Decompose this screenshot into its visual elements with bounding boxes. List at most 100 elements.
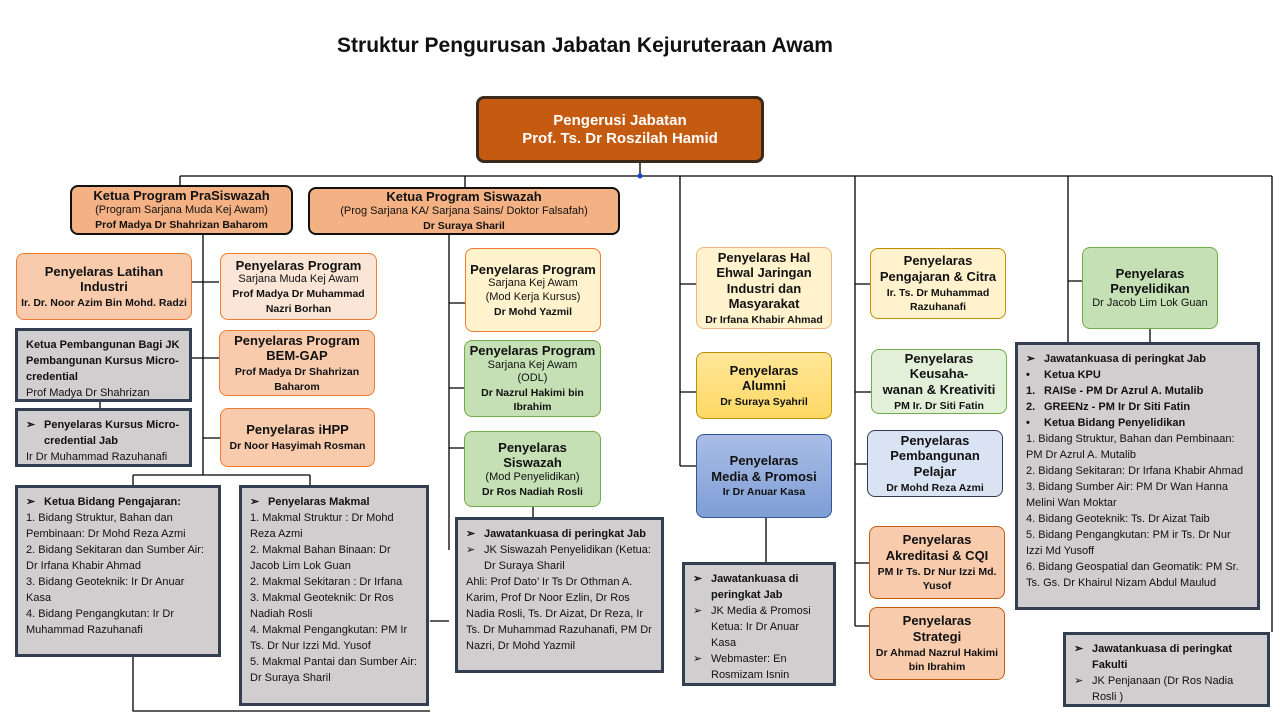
panel-item-text: 3. Makmal Geoteknik: Dr Ros Nadiah Rosli <box>250 592 394 620</box>
box-title: Penyelaras Program <box>234 332 360 348</box>
arrow-bullet-icon: ➢ <box>466 544 476 556</box>
panel-item: ➢JK Penjanaan (Dr Ros Nadia Rosli ) <box>1074 673 1259 705</box>
panel-item-text: Ahli: Prof Dato’ Ir Ts Dr Othman A. Kari… <box>466 576 652 652</box>
box-title: Pengerusi Jabatan <box>553 111 687 129</box>
box-name: PM Ir Ts. Dr Nur Izzi Md. <box>877 565 997 578</box>
panel-item-text: Jawatankuasa di peringkat Jab <box>711 573 799 601</box>
panel-item: 1. RAISe - PM Dr Azrul A. Mutalib <box>1026 383 1249 399</box>
box-name: Ir Dr Anuar Kasa <box>722 486 806 499</box>
panel-item-text: Ketua Bidang Penyelidikan <box>1044 417 1186 429</box>
arrow-bullet-icon: ➢ <box>693 573 703 585</box>
box-name: Ir. Dr. Noor Azim Bin Mohd. Radzi <box>21 296 187 309</box>
panel-item-text: 4. Makmal Pengangkutan: PM Ir Ts. Dr Nur… <box>250 624 408 652</box>
panel-jk-fakulti: ➢ Jawatankuasa di peringkat Fakulti➢JK Pe… <box>1063 632 1270 707</box>
panel-item: Prof Madya Dr Shahrizan <box>26 385 181 401</box>
panel-item: 2. Bidang Sekitaran dan Sumber Air: Dr I… <box>26 542 210 574</box>
box-subtitle: (Prog Sarjana KA/ Sarjana Sains/ Doktor … <box>340 204 588 217</box>
panel-item: ➢ Jawatankuasa di peringkat Jab <box>693 571 825 603</box>
box-name: Dr Suraya Sharil <box>423 220 505 233</box>
panel-item-text: JK Siswazah Penyelidikan (Ketua: Dr Sura… <box>484 544 651 572</box>
panel-item-text: 6. Bidang Geospatial dan Geomatik: PM Sr… <box>1026 561 1239 589</box>
box-title: Penyelaras Program <box>235 257 362 273</box>
chart-title: Struktur Pengurusan Jabatan Kejuruteraan… <box>337 34 833 57</box>
box-title: Penyelaras Program <box>470 261 596 277</box>
box-title: Ketua Program Siswazah <box>386 189 542 205</box>
arrow-bullet-icon: ➢ <box>26 496 36 508</box>
panel-item: 6. Bidang Geospatial dan Geomatik: PM Sr… <box>1026 559 1249 591</box>
list-marker: 2. <box>1026 401 1036 413</box>
panel-item-text: 2. Bidang Sekitaran dan Sumber Air: Dr I… <box>26 544 204 572</box>
panel-item-text: Prof Madya Dr Shahrizan <box>26 387 150 399</box>
box-name: Prof Madya Dr Muhammad <box>232 288 365 301</box>
panel-item: Ir Dr Muhammad Razuhanafi <box>26 449 181 465</box>
panel-item-text: RAISe - PM Dr Azrul A. Mutalib <box>1044 385 1204 397</box>
panel-item-text: Jawatankuasa di peringkat Fakulti <box>1092 643 1232 671</box>
box-name: Baharom <box>274 380 320 393</box>
box-title: Penyelaras Siswazah <box>498 439 567 471</box>
list-marker: • <box>1026 417 1030 429</box>
panel-item: 1. Makmal Struktur : Dr Mohd Reza Azmi <box>250 510 418 542</box>
arrow-bullet-icon: ➢ <box>693 653 703 665</box>
box-name: Dr Ahmad Nazrul Hakimi <box>875 646 999 659</box>
panel-item: • Ketua Bidang Penyelidikan <box>1026 415 1249 431</box>
arrow-bullet-icon: ➢ <box>26 419 36 431</box>
box-title: Penyelaras Hal <box>717 249 811 265</box>
box-name: Dr Nazrul Hakimi bin <box>481 386 584 399</box>
panel-item-text: 2. Bidang Sekitaran: Dr Irfana Khabir Ah… <box>1026 465 1244 477</box>
panel-item-text: Webmaster: En Rosmizam Isnin <box>711 653 790 681</box>
panel-item: 3. Makmal Geoteknik: Dr Ros Nadiah Rosli <box>250 590 418 622</box>
box-name: Ibrahim <box>513 401 552 414</box>
panel-item: Ahli: Prof Dato’ Ir Ts Dr Othman A. Kari… <box>466 574 653 654</box>
box-title: Ketua Program PraSiswazah <box>93 188 270 204</box>
panel-item-text: 3. Bidang Sumber Air: PM Dr Wan Hanna Me… <box>1026 481 1228 509</box>
arrow-bullet-icon: ➢ <box>1074 643 1084 655</box>
panel-item: •Ketua KPU <box>1026 367 1249 383</box>
box-title: Penyelaras <box>729 362 799 378</box>
list-marker: 1. <box>1026 385 1036 397</box>
panel-item-text: 5. Bidang Pengangkutan: PM ir Ts. Dr Nur… <box>1026 529 1231 557</box>
arrow-bullet-icon: ➢ <box>1026 353 1036 365</box>
box-name: Prof Madya Dr Shahrizan Baharom <box>95 219 268 232</box>
box-title: Pelajar <box>913 464 957 479</box>
box-name: Dr Suraya Syahril <box>720 395 808 408</box>
box-subtitle: Sarjana Muda Kej Awam <box>238 273 359 286</box>
box-name: Dr Ros Nadiah Rosli <box>482 485 583 498</box>
box-title: Alumni <box>741 378 787 394</box>
box-title: Media & Promosi <box>711 468 817 484</box>
panel-item: 3. Bidang Sumber Air: PM Dr Wan Hanna Me… <box>1026 479 1249 511</box>
box-name: Dr Mohd Reza Azmi <box>886 481 984 494</box>
panel-item: 4. Bidang Geoteknik: Ts. Dr Aizat Taib <box>1026 511 1249 527</box>
panel-item: 2. Makmal Sekitaran : Dr Irfana <box>250 574 418 590</box>
box-title: Penyelaras <box>1115 265 1185 281</box>
box-subtitle: Sarjana Kej Awam <box>488 277 578 290</box>
arrow-bullet-icon: ➢ <box>250 496 260 508</box>
box-title: Masyarakat <box>728 296 800 312</box>
box-title: Penyelaras <box>900 432 970 448</box>
panel-item: 3. Bidang Geoteknik: Ir Dr Anuar Kasa <box>26 574 210 606</box>
panel-item: 2. GREENz - PM Ir Dr Siti Fatin <box>1026 399 1249 415</box>
panel-item-text: Ketua Pembangunan Bagi JK Pembangunan Ku… <box>26 339 180 383</box>
panel-item-text: GREENz - PM Ir Dr Siti Fatin <box>1044 401 1191 413</box>
box-title: Akreditasi & CQI <box>885 547 989 563</box>
box-subtitle: (Mod Penyelidikan) <box>485 470 580 483</box>
box-title: Penyelaras <box>902 613 972 629</box>
org-box-siswazah: Ketua Program Siswazah(Prog Sarjana KA/ … <box>308 187 620 235</box>
panel-item: ➢Penyelaras Kursus Micro-credential Jab <box>26 417 181 449</box>
panel-item-text: 2. Makmal Sekitaran : Dr Irfana <box>250 576 403 588</box>
panel-item: Ketua Pembangunan Bagi JK Pembangunan Ku… <box>26 337 181 385</box>
panel-jk-siswazah: ➢Jawatankuasa di peringkat Jab➢JK Siswaz… <box>455 517 664 673</box>
box-name: PM Ir. Dr Siti Fatin <box>894 399 984 412</box>
list-marker: • <box>1026 369 1030 381</box>
panel-item: 2. Bidang Sekitaran: Dr Irfana Khabir Ah… <box>1026 463 1249 479</box>
panel-bidang-pengajaran: ➢Ketua Bidang Pengajaran:1. Bidang Struk… <box>15 485 221 657</box>
box-subtitle: (ODL) <box>517 371 548 384</box>
panel-item: 1. Bidang Struktur, Bahan dan Pembinaan:… <box>26 510 210 542</box>
